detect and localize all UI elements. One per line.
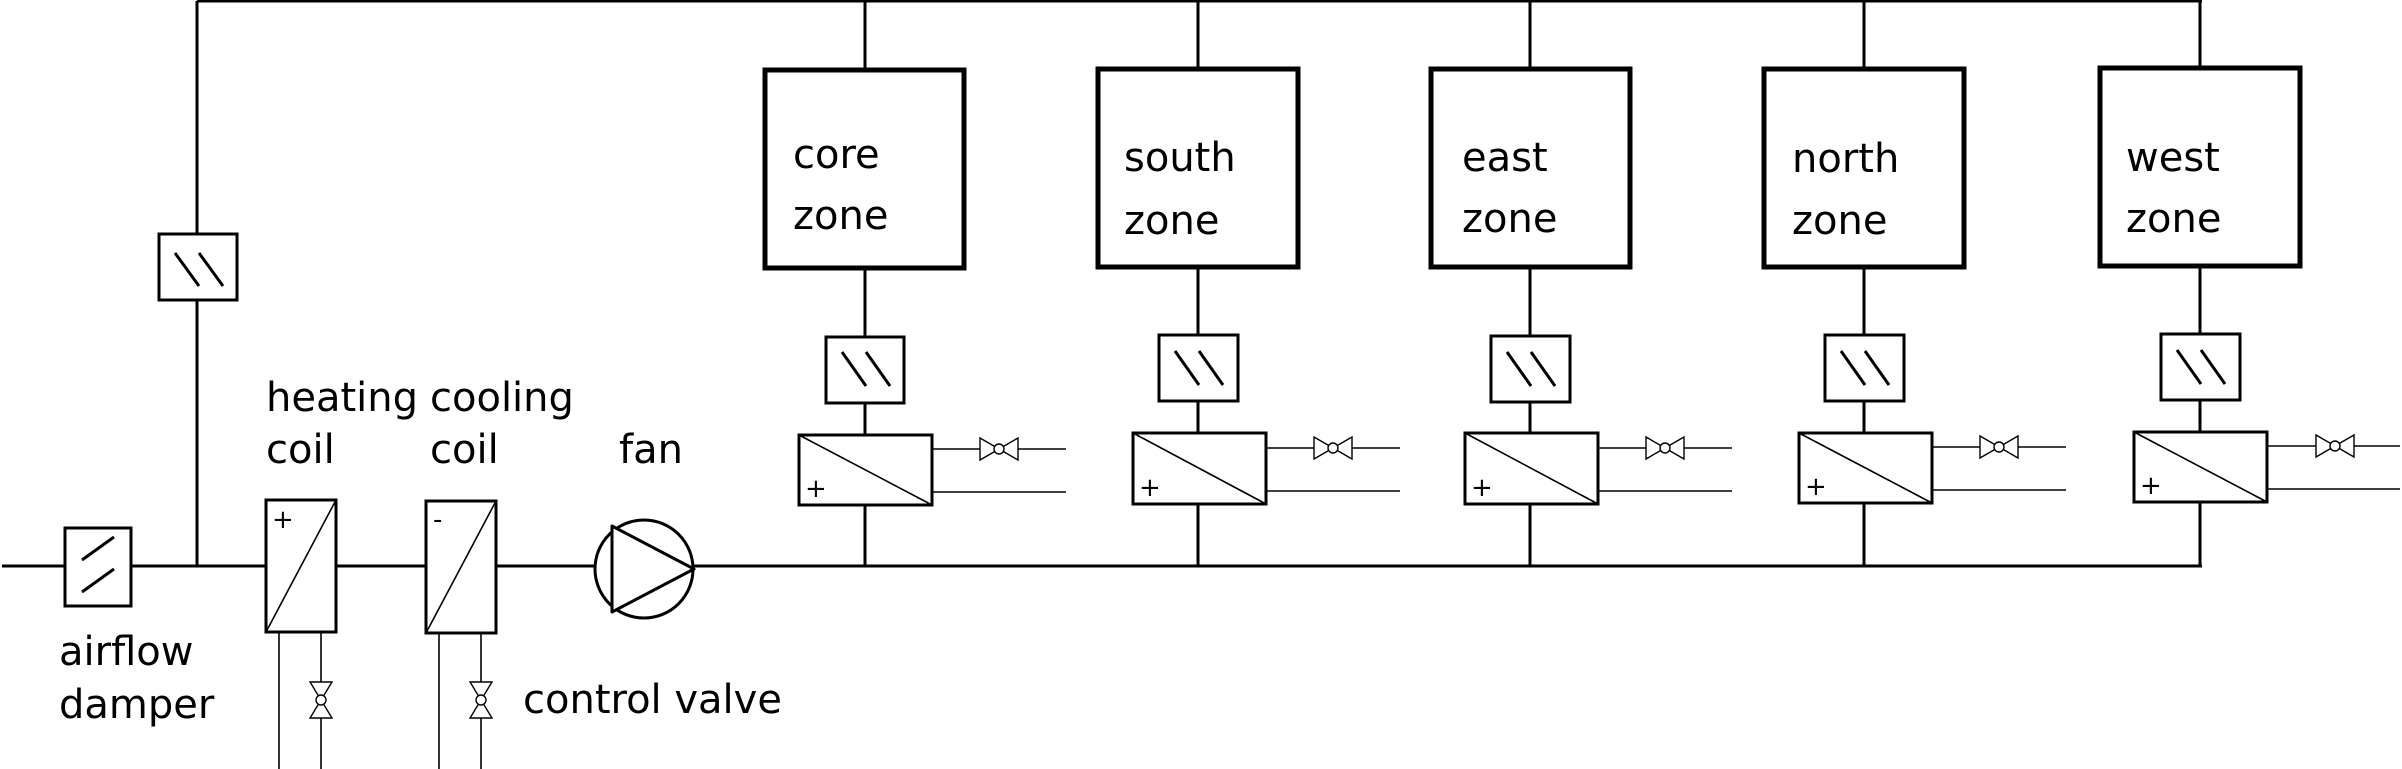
zone-west-label-line2: zone [2126, 196, 2221, 242]
zone-north-damper [1823, 333, 1906, 403]
heating-coil-label-line1: heating [266, 375, 418, 421]
airflow-damper-label-line2: damper [59, 682, 215, 728]
zone-north-reheat-sign: + [1805, 472, 1827, 502]
heating-coil-label-line2: coil [266, 427, 335, 473]
zone-south: south zone + [1095, 1, 1400, 566]
zone-north-control-valve [1979, 434, 2019, 460]
zone-west-reheat-sign: + [2140, 471, 2162, 501]
cooling-coil [424, 499, 498, 635]
zone-south-control-valve [1313, 435, 1353, 461]
cooling-coil-control-valve [468, 681, 494, 719]
zone-core-label-line1: core [793, 132, 880, 178]
zone-north-label-line1: north [1792, 136, 1899, 182]
zone-east-label-line1: east [1462, 135, 1548, 181]
control-valve-label: control valve [523, 677, 782, 723]
zone-north-label-line2: zone [1792, 198, 1887, 244]
zone-west: west zone + [2097, 1, 2400, 566]
heating-coil-sign: + [272, 505, 294, 535]
airflow-damper [63, 526, 133, 608]
cooling-coil-sign: - [433, 505, 442, 535]
zone-east-label-line2: zone [1462, 196, 1557, 242]
heating-coil [264, 498, 338, 634]
zone-south-label-line1: south [1124, 135, 1236, 181]
zone-south-label-line2: zone [1124, 198, 1219, 244]
cooling-coil-label-line2: coil [430, 427, 499, 473]
zone-core-reheat-sign: + [805, 474, 827, 504]
zone-core-damper [824, 335, 906, 405]
zone-south-damper [1157, 333, 1240, 403]
zone-core-label-line2: zone [793, 193, 888, 239]
supply-fan [593, 518, 696, 620]
zone-east-control-valve [1645, 435, 1685, 461]
zone-east: east zone + [1428, 1, 1732, 566]
zone-east-damper [1489, 334, 1572, 404]
fan-label: fan [619, 427, 683, 473]
airflow-damper-label-line1: airflow [59, 629, 193, 675]
zone-south-reheat-sign: + [1139, 473, 1161, 503]
cooling-coil-label-line1: cooling [430, 375, 574, 421]
zone-west-label-line1: west [2126, 135, 2220, 181]
zone-core-control-valve [979, 436, 1019, 462]
zone-core: core zone + [762, 1, 1066, 566]
zone-east-reheat-sign: + [1471, 473, 1493, 503]
recirculation-damper [157, 232, 239, 302]
zone-north: north zone + [1761, 1, 2066, 566]
zone-west-control-valve [2315, 433, 2355, 459]
zone-west-damper [2159, 332, 2242, 402]
heating-coil-control-valve [308, 681, 334, 719]
